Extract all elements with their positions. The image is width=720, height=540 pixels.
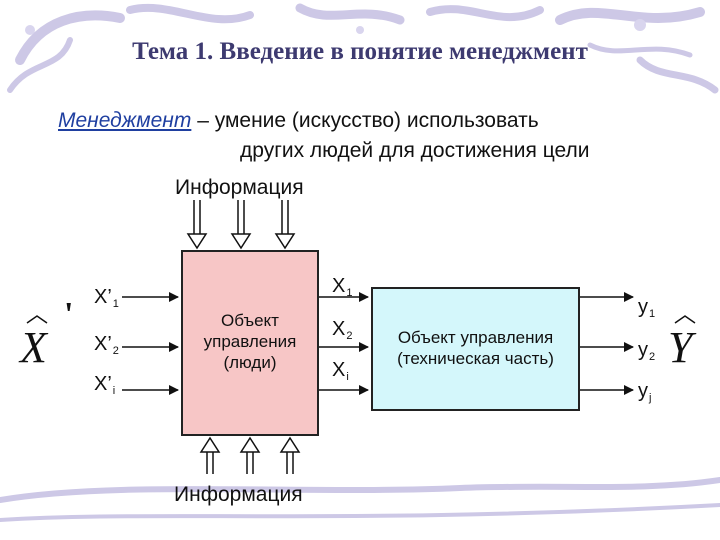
output-var-2-sub: 2 xyxy=(649,351,656,363)
hat-mark xyxy=(26,315,48,324)
middle-var-1-sub: 1 xyxy=(346,287,353,299)
people-box-line-1: Объект xyxy=(221,311,279,330)
input-var-1: X’1 xyxy=(94,286,119,310)
tech-box-line-2: (техническая часть) xyxy=(397,349,554,368)
middle-var-3: Xi xyxy=(332,359,349,383)
input-var-1-base: X’ xyxy=(94,286,112,308)
input-var-2-base: X’ xyxy=(94,333,112,355)
input-var-2-sub: 2 xyxy=(112,345,119,357)
people-box-line-3: (люди) xyxy=(223,353,277,372)
middle-var-1: X1 xyxy=(332,275,352,299)
control-object-technical-box: Объект управления (техническая часть) xyxy=(371,287,580,411)
control-object-people-box: Объект управления (люди) xyxy=(181,250,319,436)
info-top-arrow-3 xyxy=(274,200,296,250)
info-bottom-label: Информация xyxy=(174,483,303,506)
definition-text-1: – умение (искусство) использовать xyxy=(191,109,539,132)
info-top-arrow-2 xyxy=(230,200,252,250)
definition-line-1: Менеджмент – умение (искусство) использо… xyxy=(58,109,539,133)
middle-var-3-base: X xyxy=(332,359,346,381)
middle-var-2-sub: 2 xyxy=(346,330,353,342)
input-var-2: X’2 xyxy=(94,333,119,357)
middle-var-3-sub: i xyxy=(346,371,349,383)
definition-line-2: других людей для достижения цели xyxy=(240,139,590,162)
output-vector-letter: Y xyxy=(668,323,693,372)
people-box-line-2: управления xyxy=(203,332,297,351)
info-top-arrow-1 xyxy=(186,200,208,250)
output-var-3: yj xyxy=(638,380,651,404)
info-bottom-arrow-2 xyxy=(239,436,261,474)
input-vector-symbol: X xyxy=(20,315,48,373)
info-top-label: Информация xyxy=(175,176,304,199)
tech-box-line-1: Объект управления xyxy=(397,328,554,347)
slide-title: Тема 1. Введение в понятие менеджмент xyxy=(132,38,588,65)
output-var-1-sub: 1 xyxy=(649,308,656,320)
definition-term: Менеджмент xyxy=(58,109,192,132)
info-bottom-arrow-3 xyxy=(279,436,301,474)
hat-mark xyxy=(674,315,696,324)
input-vector-prime: ' xyxy=(64,296,74,333)
input-var-1-sub: 1 xyxy=(112,298,119,310)
output-var-1: y1 xyxy=(638,296,655,320)
middle-var-2-base: X xyxy=(332,318,346,340)
output-var-2: y2 xyxy=(638,339,655,363)
input-var-3-base: X’ xyxy=(94,373,112,395)
input-var-3: X’i xyxy=(94,373,115,397)
info-bottom-arrow-1 xyxy=(199,436,221,474)
input-var-3-sub: i xyxy=(112,385,116,397)
input-vector-letter: X xyxy=(20,323,47,372)
output-var-1-base: y xyxy=(638,296,648,318)
output-var-3-base: y xyxy=(638,380,648,402)
middle-var-1-base: X xyxy=(332,275,346,297)
output-vector-symbol: Y xyxy=(668,315,696,373)
output-var-2-base: y xyxy=(638,339,648,361)
middle-var-2: X2 xyxy=(332,318,352,342)
output-var-3-sub: j xyxy=(649,392,652,404)
